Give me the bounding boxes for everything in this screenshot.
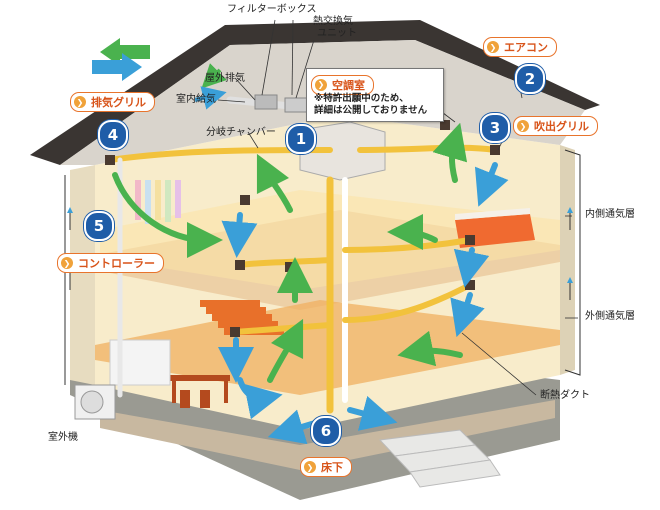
controller-badge: ❯ コントローラー bbox=[57, 253, 164, 273]
number-5-marker: 5 bbox=[84, 211, 114, 241]
inner-vent-layer-label: 内側通気層 bbox=[585, 209, 635, 220]
airflow-blue bbox=[453, 247, 490, 288]
right-wall-outer bbox=[560, 145, 575, 375]
ac-room-badge: ❯ 空調室 bbox=[311, 74, 374, 95]
entry-steps bbox=[378, 429, 501, 488]
duct-upper-right bbox=[357, 144, 498, 153]
aircon-badge-label: エアコン bbox=[504, 41, 548, 54]
grille bbox=[490, 145, 500, 155]
number-4-marker: 4 bbox=[98, 120, 128, 150]
airflow-blue bbox=[474, 162, 509, 207]
filter-box-label: フィルターボックス bbox=[227, 4, 317, 15]
airflow-green bbox=[397, 330, 463, 367]
airflow-blue bbox=[347, 395, 398, 431]
supply-arrow bbox=[92, 53, 142, 81]
ac-room-note-line2: 詳細は公開しておりません bbox=[314, 105, 428, 116]
dining-set bbox=[170, 375, 230, 408]
chevron-right-icon: ❯ bbox=[61, 257, 73, 269]
supply-grille-badge-label: 吹出グリル bbox=[534, 120, 589, 133]
number-1-marker: 1 bbox=[286, 124, 316, 154]
exhaust-grille-badge: ❯ 排気グリル bbox=[70, 92, 155, 112]
grille bbox=[285, 262, 295, 272]
controller-badge-label: コントローラー bbox=[78, 257, 155, 270]
chevron-right-icon: ❯ bbox=[517, 120, 529, 132]
outdoor-unit-label: 室外機 bbox=[48, 432, 78, 443]
exhaust-grille-badge-label: 排気グリル bbox=[91, 96, 146, 109]
exhaust-arrow bbox=[100, 38, 150, 66]
roof bbox=[30, 20, 600, 165]
heat-exchange-unit bbox=[284, 97, 308, 113]
indoor-exhaust-arrow bbox=[201, 63, 227, 89]
grille bbox=[465, 235, 475, 245]
left-wall bbox=[70, 165, 95, 385]
airflow-green bbox=[267, 318, 304, 383]
ac-room-note: ※特許出願中のため、 詳細は公開しておりません bbox=[314, 93, 427, 117]
grille bbox=[230, 327, 240, 337]
number-3-marker: 3 bbox=[480, 113, 510, 143]
underfloor-badge: ❯ 床下 bbox=[300, 457, 352, 477]
airflow-green bbox=[432, 122, 468, 183]
outdoor-exhaust-label: 屋外排気 bbox=[205, 73, 245, 84]
indoor-supply-arrow bbox=[194, 86, 227, 110]
filter-box bbox=[254, 94, 278, 110]
chevron-right-icon: ❯ bbox=[304, 461, 316, 473]
ac-room-note-line1: ※特許出願中のため、 bbox=[314, 93, 409, 104]
airflow-green bbox=[387, 214, 438, 251]
number-6-marker: 6 bbox=[311, 416, 341, 446]
underfloor-badge-label: 床下 bbox=[321, 461, 343, 474]
grille bbox=[105, 155, 115, 165]
vent-layer-right bbox=[564, 149, 581, 376]
airflow-green bbox=[256, 153, 293, 213]
insulated-duct-label: 断熱ダクト bbox=[540, 390, 590, 401]
duct-lower-right bbox=[342, 282, 473, 323]
chevron-right-icon: ❯ bbox=[74, 96, 86, 108]
number-2-marker: 2 bbox=[515, 64, 545, 94]
chevron-right-icon: ❯ bbox=[487, 41, 499, 53]
airflow-blue bbox=[221, 212, 258, 258]
airflow-green bbox=[112, 172, 223, 258]
airflow-blue bbox=[450, 292, 485, 338]
heat-exchange-label-line2: ユニット bbox=[317, 28, 357, 39]
heat-exchange-label-line1: 熱交換気 bbox=[313, 16, 353, 27]
grille bbox=[465, 280, 475, 290]
aircon-badge: ❯ エアコン bbox=[483, 37, 557, 57]
branch-chamber-label: 分岐チャンバー bbox=[206, 127, 276, 138]
outer-vent-layer-label: 外側通気層 bbox=[585, 311, 635, 322]
chevron-right-icon: ❯ bbox=[315, 78, 327, 91]
grille bbox=[235, 260, 245, 270]
indoor-supply-label: 室内給気 bbox=[176, 94, 216, 105]
ac-room bbox=[299, 121, 386, 181]
ac-room-callout: ❯ 空調室 ※特許出願中のため、 詳細は公開しておりません bbox=[306, 68, 444, 122]
closet-clothes bbox=[135, 180, 181, 224]
grille bbox=[240, 195, 250, 205]
supply-grille-badge: ❯ 吹出グリル bbox=[513, 116, 598, 136]
ac-room-badge-label: 空調室 bbox=[332, 78, 365, 92]
airflow-blue bbox=[237, 377, 283, 420]
